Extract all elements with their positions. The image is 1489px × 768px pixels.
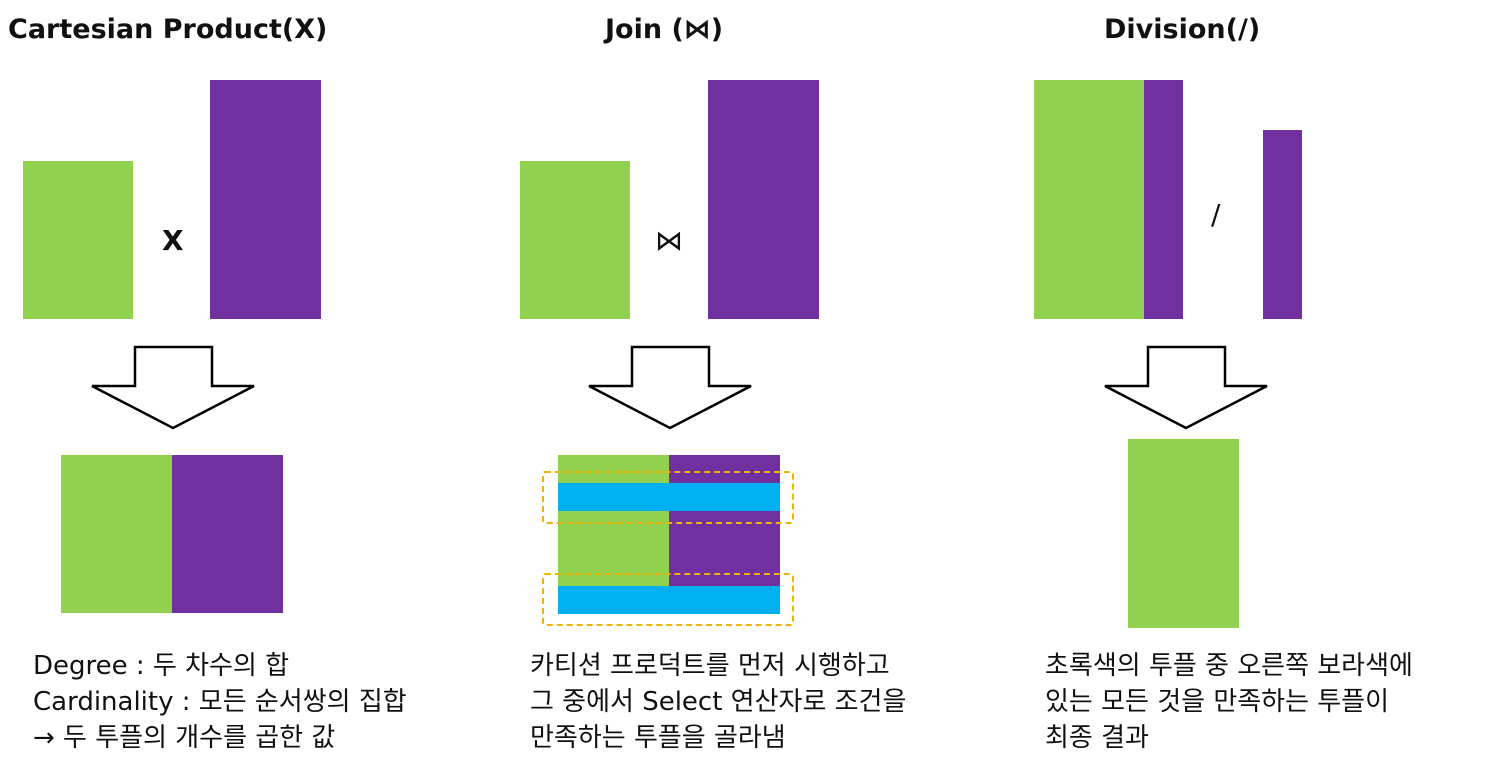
cartesian-green-relation <box>23 161 133 319</box>
caption-line: 그 중에서 Select 연산자로 조건을 <box>530 687 907 717</box>
division-purple-relation <box>1263 130 1302 319</box>
join-selection-box <box>542 471 794 524</box>
cartesian-purple-relation <box>210 80 321 319</box>
caption-line: 있는 모든 것을 만족하는 투플이 <box>1045 687 1390 717</box>
join-title: Join (⋈) <box>605 14 724 45</box>
join-selected-row <box>558 586 780 614</box>
cartesian-result-purple <box>172 455 283 613</box>
join-purple-relation <box>708 80 819 319</box>
cartesian-operator: X <box>162 224 184 257</box>
division-title: Division(/) <box>1104 14 1261 45</box>
cartesian-caption: Degree : 두 차수의 합 Cardinality : 모든 순서쌍의 집… <box>33 648 407 756</box>
caption-line: 만족하는 투플을 골라냄 <box>530 723 786 753</box>
caption-line: 초록색의 투플 중 오른쪽 보라색에 <box>1045 651 1413 681</box>
caption-line: 최종 결과 <box>1045 723 1149 753</box>
division-purple-attribute <box>1144 80 1183 319</box>
division-green-relation <box>1034 80 1144 319</box>
join-green-relation <box>520 161 630 319</box>
division-caption: 초록색의 투플 중 오른쪽 보라색에 있는 모든 것을 만족하는 투플이 최종 … <box>1045 648 1413 756</box>
cartesian-title: Cartesian Product(X) <box>8 14 328 45</box>
join-selected-row <box>558 483 780 511</box>
join-caption: 카티션 프로덕트를 먼저 시행하고 그 중에서 Select 연산자로 조건을 … <box>530 648 906 756</box>
join-operator: ⋈ <box>655 224 683 257</box>
join-selection-box <box>542 573 794 626</box>
cartesian-result-green <box>61 455 172 613</box>
division-down-arrow-icon <box>1104 345 1268 430</box>
caption-line: → 두 투플의 개수를 곱한 값 <box>33 723 336 753</box>
division-operator: / <box>1211 198 1221 231</box>
caption-line: Degree : 두 차수의 합 <box>33 651 290 681</box>
cartesian-down-arrow-icon <box>91 345 255 430</box>
caption-line: Cardinality : 모든 순서쌍의 집합 <box>33 687 407 717</box>
join-down-arrow-icon <box>588 345 752 430</box>
division-result-green <box>1128 439 1239 628</box>
caption-line: 카티션 프로덕트를 먼저 시행하고 <box>530 651 890 681</box>
